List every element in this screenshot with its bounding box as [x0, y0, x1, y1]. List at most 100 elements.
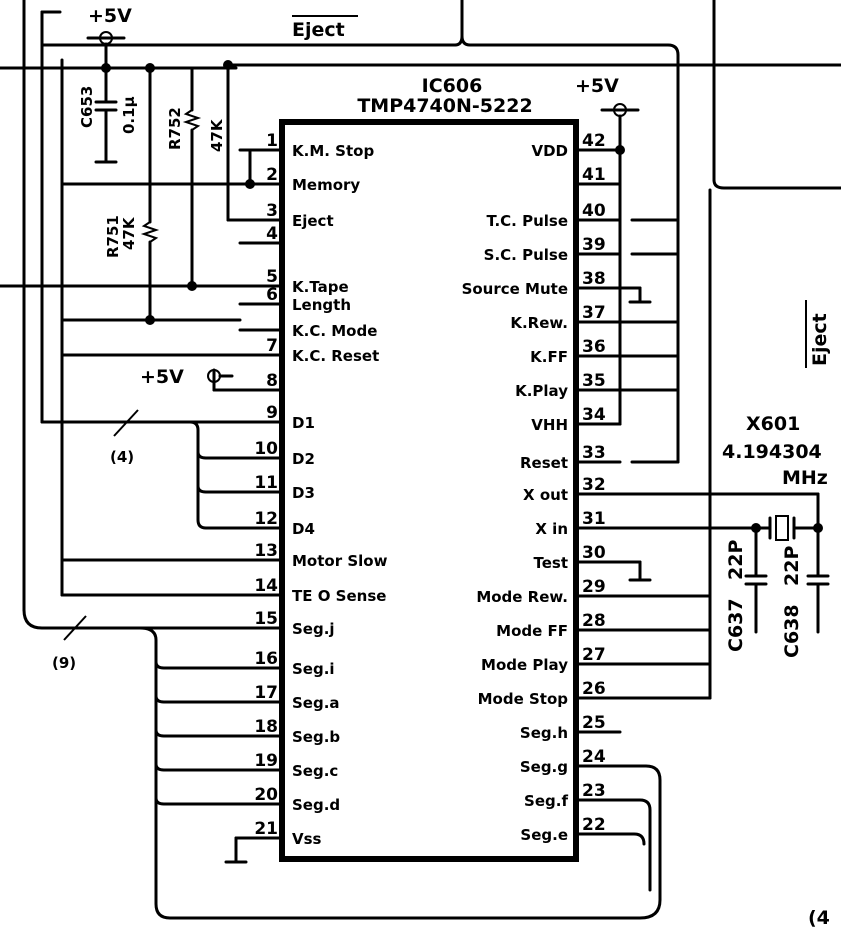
c653-ref: C653 [78, 86, 96, 128]
left-pin-name: Length [292, 296, 351, 314]
right-pin-name: VHH [531, 416, 568, 434]
ic606-body [279, 119, 579, 862]
vcc-top-label: +5V [88, 5, 132, 27]
left-pin-name: D2 [292, 450, 315, 468]
x601-unit: MHz [782, 467, 828, 489]
left-pin-number: 9 [266, 403, 278, 423]
left-pin-number: 3 [266, 201, 278, 221]
left-pin-number: 11 [254, 473, 278, 493]
c637-ref: C637 [725, 598, 747, 652]
right-wiring: +5V X601 4.194304 MHz [574, 75, 831, 929]
right-pin-number: 38 [582, 269, 606, 289]
left-pin-name: D3 [292, 484, 315, 502]
left-pin-number: 13 [254, 541, 278, 561]
right-pin-name: Test [533, 554, 568, 572]
left-pin-name: TE O Sense [292, 587, 386, 605]
r751-value: 47K [120, 216, 138, 250]
x601-ref: X601 [746, 413, 800, 435]
left-pin-number: 10 [254, 439, 278, 459]
left-pin-name: D4 [292, 520, 315, 538]
left-pin-name: K.C. Mode [292, 322, 377, 340]
left-pin-number: 5 [266, 267, 278, 287]
left-pin-name: K.C. Reset [292, 347, 379, 365]
left-pin-name: Seg.c [292, 762, 338, 780]
right-pin-number: 33 [582, 443, 606, 463]
right-pin-name: Mode Rew. [476, 588, 568, 606]
left-pin-name: D1 [292, 414, 315, 432]
r752-ref: R752 [166, 107, 184, 150]
left-pin-number: 20 [254, 785, 278, 805]
left-pin-number: 4 [266, 224, 278, 244]
left-pin-name: K.Tape [292, 278, 349, 296]
left-pin-number: 2 [266, 165, 278, 185]
left-pin-number: 16 [254, 649, 278, 669]
bus-9-label: (9) [52, 654, 76, 672]
left-pin-name: Motor Slow [292, 552, 388, 570]
ic-part-number: TMP4740N-5222 [357, 95, 532, 117]
right-pin-name: Seg.h [520, 724, 568, 742]
left-pin-number: 21 [254, 819, 278, 839]
right-pin-name: K.Play [515, 382, 568, 400]
right-pin-number: 35 [582, 371, 606, 391]
right-pin-name: Seg.f [524, 792, 568, 810]
left-pin-number: 6 [266, 285, 278, 305]
right-pin-number: 30 [582, 543, 606, 563]
eject-side-label: Eject [809, 313, 831, 366]
r751-ref: R751 [104, 215, 122, 258]
right-pin-name: S.C. Pulse [484, 246, 568, 264]
right-pin-name: VDD [531, 142, 568, 160]
right-pin-number: 32 [582, 475, 606, 495]
left-pin-number: 15 [254, 609, 278, 629]
c653-value: 0.1μ [120, 96, 138, 134]
vcc-right-label: +5V [575, 75, 619, 97]
right-pin-number: 22 [582, 815, 606, 835]
left-pin-number: 14 [254, 576, 278, 596]
left-pin-number: 19 [254, 751, 278, 771]
left-pin-number: 18 [254, 717, 278, 737]
right-pin-number: 26 [582, 679, 606, 699]
right-pin-number: 31 [582, 509, 606, 529]
left-pin-number: 1 [266, 131, 278, 151]
left-pin-name: Memory [292, 176, 360, 194]
edge-label: (4 [808, 907, 830, 929]
left-pin-number: 7 [266, 336, 278, 356]
top-wiring: +5V C653 0.1μ R752 47K R751 47K Eject [0, 0, 841, 464]
vcc-left-label: +5V [140, 366, 184, 388]
eject-top-label: Eject [292, 19, 345, 41]
left-pin-name: K.M. Stop [292, 142, 374, 160]
c638-ref: C638 [781, 604, 803, 658]
right-pin-number: 23 [582, 781, 606, 801]
right-pin-name: Reset [520, 454, 568, 472]
right-pin-name: T.C. Pulse [487, 212, 569, 230]
c638-value: 22P [781, 546, 803, 586]
right-pin-name: X out [523, 486, 568, 504]
right-pin-name: Seg.e [520, 826, 568, 844]
left-pin-name: Seg.b [292, 728, 340, 746]
right-pin-number: 29 [582, 577, 606, 597]
right-pin-number: 37 [582, 303, 606, 323]
r752-value: 47K [208, 118, 226, 152]
right-pin-number: 40 [582, 201, 606, 221]
right-pin-name: K.Rew. [510, 314, 568, 332]
right-pin-number: 34 [582, 405, 606, 425]
right-pin-name: X in [535, 520, 568, 538]
left-pin-name: Seg.d [292, 796, 340, 814]
right-pin-number: 36 [582, 337, 606, 357]
x601-frequency: 4.194304 [722, 441, 822, 463]
right-pin-number: 39 [582, 235, 606, 255]
left-pin-name: Seg.i [292, 660, 335, 678]
left-pin-number: 8 [266, 371, 278, 391]
right-pin-name: Mode Play [481, 656, 568, 674]
right-pin-number: 42 [582, 131, 606, 151]
right-pin-name: Seg.g [520, 758, 568, 776]
right-pin-number: 24 [582, 747, 606, 767]
left-pin-name: Eject [292, 212, 334, 230]
right-pin-number: 25 [582, 713, 606, 733]
left-pin-name: Vss [292, 830, 322, 848]
right-pin-number: 27 [582, 645, 606, 665]
left-pin-number: 17 [254, 683, 278, 703]
left-pin-name: Seg.j [292, 620, 335, 638]
right-pin-number: 41 [582, 165, 606, 185]
right-pin-name: K.FF [530, 348, 568, 366]
